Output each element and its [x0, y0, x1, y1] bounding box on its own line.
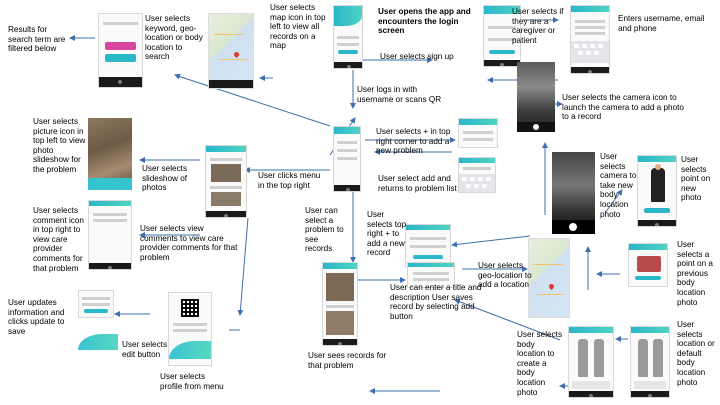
- label-profile-menu: User selects profile from menu: [160, 372, 224, 391]
- arrow: [451, 235, 531, 248]
- label-logs-in: User logs in with username or scans QR: [357, 85, 442, 104]
- label-enters-username: Enters username, email and phone: [618, 14, 705, 33]
- label-results-filtered: Results for search term are filtered bel…: [8, 25, 66, 54]
- search-map-screen: [208, 13, 254, 89]
- add-problem-screen: [458, 118, 498, 148]
- label-keyword-search: User selects keyword, geo-location or bo…: [145, 14, 203, 62]
- label-location-default: User selects location or default body lo…: [677, 320, 715, 387]
- arrow: [174, 73, 331, 127]
- problem-list-screen: [333, 126, 361, 192]
- add-record-screen: [405, 224, 451, 268]
- body-location-screen: [568, 326, 614, 398]
- profile-qr-screen: [168, 292, 212, 366]
- label-select-problem: User can select a problem to see records: [305, 206, 344, 254]
- label-view-comments: User selects view comments to view care …: [140, 224, 238, 262]
- arrow: [237, 217, 249, 316]
- camera-capture-screen: [552, 152, 595, 234]
- label-opens-app: User opens the app and encounters the lo…: [378, 7, 471, 36]
- label-plus-top-right: User selects + in top right corner to ad…: [376, 127, 451, 156]
- arrow: [604, 189, 623, 214]
- geo-location-map-screen: [528, 238, 570, 318]
- label-add-returns: User select add and returns to problem l…: [378, 174, 457, 193]
- label-title-desc: User can enter a title and description U…: [390, 283, 482, 321]
- update-profile-screen: [78, 290, 114, 318]
- label-camera-photo: User selects camera to take new body loc…: [600, 152, 637, 219]
- record-form-screen: [407, 262, 455, 288]
- label-camera-icon: User selects the camera icon to launch t…: [562, 93, 684, 122]
- menu-screen: [205, 145, 247, 218]
- comments-screen: [88, 200, 132, 270]
- label-map-icon: User selects map icon in top left to vie…: [270, 3, 326, 51]
- slideshow-photo-screen: [88, 118, 132, 190]
- label-slideshow: User selects slideshow of photos: [142, 164, 188, 193]
- arrow: [454, 298, 561, 341]
- label-caregiver-patient: User selects if they are a caregiver or …: [512, 7, 564, 45]
- camera-photo-screen: [517, 62, 555, 132]
- signup-form-screen: [570, 5, 610, 74]
- new-body-photo-screen: [637, 155, 677, 227]
- label-geo-location: User selects geo-location to add a locat…: [478, 261, 532, 290]
- label-point-new-photo: User selects point on new photo: [681, 155, 711, 203]
- label-sees-records: User sees records for that problem: [308, 351, 387, 370]
- records-screen: [322, 262, 358, 346]
- role-select-screen: [483, 5, 521, 67]
- add-problem-keyboard-screen: [458, 157, 496, 193]
- label-body-location: User selects body location to create a b…: [517, 330, 563, 397]
- label-plus-new-record: User selects top right + to add a new re…: [367, 210, 407, 258]
- login-screen: [333, 5, 363, 69]
- label-point-previous: User selects a point on a previous body …: [677, 240, 713, 307]
- previous-body-photo-screen: [628, 243, 668, 287]
- label-edit-button: User selects edit button: [122, 340, 168, 359]
- label-picture-icon: User selects picture icon in top left to…: [33, 117, 86, 174]
- label-updates-info: User updates information and clicks upda…: [8, 298, 65, 336]
- search-screen: [98, 13, 143, 88]
- label-sign-up: User selects sign up: [380, 52, 454, 61]
- default-body-location-screen: [630, 326, 670, 398]
- qr-code-icon: [181, 299, 199, 317]
- label-clicks-menu: User clicks menu in the top right: [258, 171, 321, 190]
- label-comment-icon: User selects comment icon in top right t…: [33, 206, 84, 273]
- profile-edit-screen: [78, 322, 118, 356]
